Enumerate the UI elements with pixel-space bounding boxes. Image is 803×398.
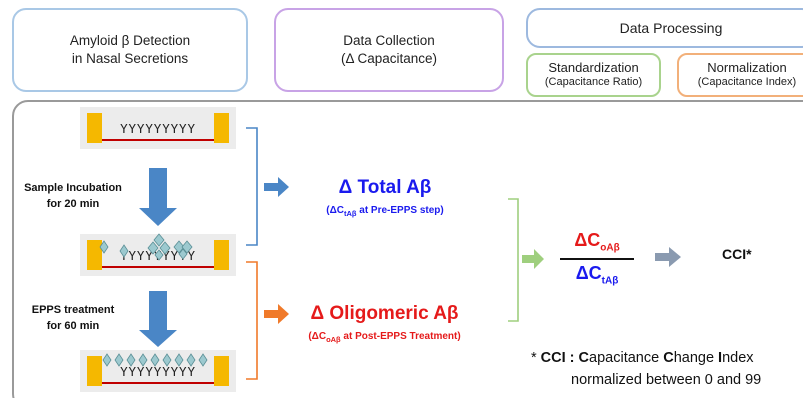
footnote-line2: normalized between 0 and 99	[571, 372, 762, 388]
header-collection: Data Collection (Δ Capacitance)	[274, 8, 504, 92]
amyloid-diamond	[119, 244, 129, 258]
amyloid-diamond	[174, 353, 184, 367]
sensor-baseline	[102, 266, 214, 268]
electrode-left	[87, 113, 102, 143]
amyloid-diamond	[99, 240, 109, 254]
amyloid-diamond	[114, 353, 124, 367]
footnote-initial-c2: C	[663, 350, 674, 366]
cci-arrow	[655, 247, 681, 267]
total-abeta-title: Δ Total Aβ	[338, 177, 432, 198]
header-standardization: Standardization (Capacitance Ratio)	[526, 53, 661, 97]
amyloid-diamond	[198, 353, 208, 367]
header-detection-line1: Amyloid β Detection	[69, 33, 191, 49]
oligomeric-sub-index: oAβ	[326, 335, 341, 344]
total-bracket	[246, 127, 258, 246]
amyloid-diamond	[102, 353, 112, 367]
sensor-strip-initial: YYYYYYYYY	[80, 107, 236, 149]
footnote-star: *	[531, 350, 541, 366]
oligomeric-abeta-title: Δ Oligomeric Aβ	[310, 303, 459, 324]
footnote-initial-i: I	[718, 350, 723, 366]
step-epps-line1: EPPS treatment	[31, 304, 115, 316]
oligomeric-sub-suffix: at Post-EPPS Treatment)	[340, 331, 461, 342]
incubation-arrow	[139, 168, 177, 226]
amyloid-diamond	[153, 233, 165, 247]
total-abeta-sub: (ΔCtAβ at Pre-EPPS step)	[270, 205, 500, 218]
oligomeric-sub-prefix: (ΔC	[308, 331, 327, 342]
numerator-main: ΔC	[574, 230, 601, 250]
amyloid-beta-monomers	[99, 233, 193, 261]
header-collection-line1: Data Collection	[343, 33, 435, 49]
footnote-abbr: CCI	[540, 350, 566, 366]
amyloid-diamond	[159, 241, 171, 255]
total-sub-prefix: (ΔC	[326, 205, 344, 216]
footnote-initial-c1: C	[578, 350, 590, 366]
oligomeric-abeta-sub: (ΔCoAβ at Post-EPPS Treatment)	[262, 331, 507, 344]
ratio-arrow	[522, 249, 544, 269]
electrode-left	[87, 240, 102, 270]
antibody-row: YYYYYYYYY	[120, 364, 196, 379]
total-sub-index: tAβ	[343, 209, 357, 218]
numerator-index: oAβ	[600, 242, 620, 254]
total-sub-suffix: at Pre-EPPS step)	[356, 205, 444, 216]
amyloid-diamond	[154, 249, 164, 261]
header-normalization-sub: (Capacitance Index)	[697, 76, 797, 89]
epps-arrow	[139, 291, 177, 347]
electrode-right	[214, 240, 229, 270]
footnote-colon: :	[565, 350, 579, 366]
electrode-right	[214, 113, 229, 143]
electrode-right	[214, 356, 229, 386]
step-epps-line2: for 60 min	[46, 319, 100, 332]
amyloid-diamond	[186, 353, 196, 367]
antibody-row: YYYYYYYYY	[120, 121, 196, 136]
ratio-numerator: ΔCoAβ	[557, 230, 637, 254]
oligomeric-bracket	[246, 261, 258, 380]
sensor-baseline	[102, 382, 214, 384]
amyloid-diamond	[181, 240, 193, 254]
amyloid-diamond	[126, 353, 136, 367]
ratio-bracket	[508, 198, 519, 322]
footnote-word3: ndex	[722, 350, 754, 366]
sensor-baseline	[102, 139, 214, 141]
step-incubation-line1: Sample Incubation	[24, 182, 122, 194]
step-incubation-label: Sample Incubation for 20 min	[14, 181, 132, 213]
amyloid-diamond	[147, 241, 159, 255]
amyloid-diamond	[173, 240, 185, 254]
denominator-main: ΔC	[575, 263, 602, 283]
fraction-bar	[560, 258, 634, 260]
denominator-index: tAβ	[601, 275, 619, 287]
footnote-word2: hange	[673, 350, 719, 366]
header-normalization: Normalization (Capacitance Index)	[677, 53, 803, 97]
amyloid-diamond	[138, 353, 148, 367]
amyloid-diamond	[150, 353, 160, 367]
electrode-left	[87, 356, 102, 386]
ratio-denominator: ΔCtAβ	[557, 263, 637, 287]
oligomeric-arrow	[264, 304, 289, 324]
header-standardization-title: Standardization	[548, 60, 639, 75]
header-normalization-title: Normalization	[707, 60, 787, 75]
header-detection-line2: in Nasal Secretions	[71, 51, 189, 66]
step-incubation-line2: for 20 min	[46, 197, 100, 210]
header-standardization-sub: (Capacitance Ratio)	[544, 76, 643, 89]
amyloid-diamond	[162, 353, 172, 367]
amyloid-diamond	[178, 248, 188, 260]
step-epps-label: EPPS treatment for 60 min	[14, 303, 132, 335]
header-processing-title: Data Processing	[619, 19, 723, 36]
header-collection-line2: (Δ Capacitance)	[340, 51, 438, 66]
amyloid-beta-bound	[102, 353, 208, 367]
header-detection: Amyloid β Detection in Nasal Secretions	[12, 8, 248, 92]
footnote-line1: * CCI : Capacitance Change Index	[531, 350, 754, 366]
total-arrow	[264, 177, 289, 197]
header-processing: Data Processing	[526, 8, 803, 48]
cci-result: CCI*	[722, 246, 752, 262]
footnote-word1: apacitance	[589, 350, 664, 366]
